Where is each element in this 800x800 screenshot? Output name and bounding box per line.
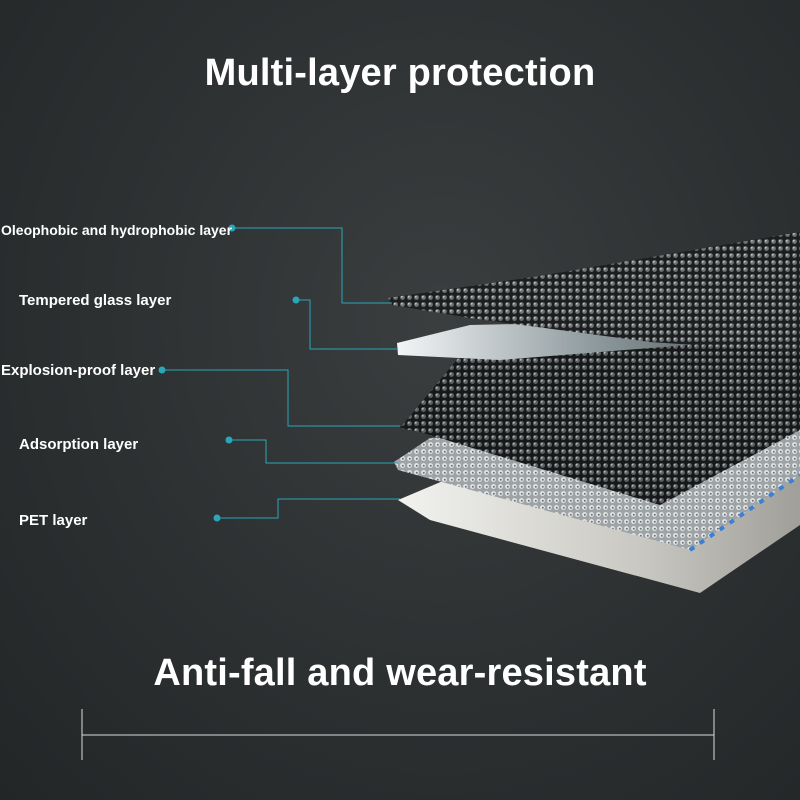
label-pet-layer: PET layer xyxy=(19,512,88,529)
explosion-proof-layer-sheet xyxy=(400,330,800,505)
callout-dot-pet xyxy=(213,514,221,522)
callout-line-explosion-proof xyxy=(162,369,400,427)
callout-dot-oleophobic xyxy=(228,224,236,232)
page-title: Multi-layer protection xyxy=(204,52,596,94)
oleophobic-layer-sheet xyxy=(388,232,800,352)
label-explosion-proof-layer: Explosion-proof layer xyxy=(1,362,156,379)
label-tempered-glass-layer: Tempered glass layer xyxy=(19,292,172,309)
callout-line-pet xyxy=(217,498,400,519)
callout-dot-adsorption xyxy=(225,436,233,444)
callout-dot-explosion-proof xyxy=(158,366,166,374)
adsorption-layer-edge xyxy=(688,473,800,552)
label-oleophobic-layer: Oleophobic and hydrophobic layer xyxy=(1,222,233,238)
callout-line-tempered-glass xyxy=(296,299,398,350)
callout-line-oleophobic xyxy=(232,227,392,304)
label-adsorption-layer: Adsorption layer xyxy=(19,436,139,453)
callout-dot-tempered-glass xyxy=(292,296,300,304)
tagline: Anti-fall and wear-resistant xyxy=(153,652,647,694)
callout-line-adsorption xyxy=(229,439,398,464)
